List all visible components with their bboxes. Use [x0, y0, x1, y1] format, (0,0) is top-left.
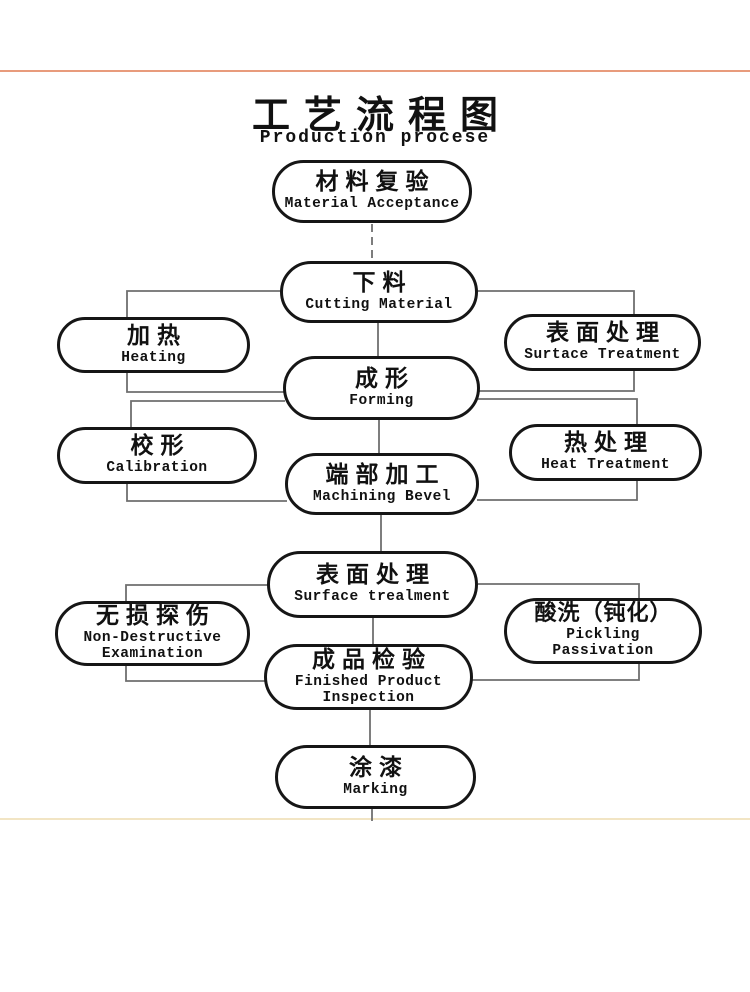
node-marking: 涂漆 Marking [275, 745, 476, 809]
node-label-zh: 无损探伤 [96, 603, 216, 630]
node-surface-trealment: 表面处理 Surface trealment [267, 551, 478, 618]
bottom-border-line [0, 818, 750, 820]
page-title: 工艺流程图 [251, 93, 512, 137]
node-label-en: Non-Destructive Examination [83, 630, 222, 663]
node-label-zh: 加热 [127, 322, 187, 349]
node-label-en: Heating [121, 349, 186, 366]
node-label-zh: 热处理 [564, 430, 654, 457]
node-label-en: Surtace Treatment [524, 347, 681, 364]
node-label-en: Cutting Material [305, 296, 453, 313]
node-heating: 加热 Heating [57, 317, 250, 373]
node-heat-treatment: 热处理 Heat Treatment [509, 424, 702, 481]
node-cutting-material: 下料 Cutting Material [280, 261, 478, 323]
node-label-en: Heat Treatment [541, 457, 670, 474]
node-label-zh: 校形 [130, 433, 191, 460]
page-subtitle: Production procese [259, 128, 491, 148]
node-label-zh: 下料 [352, 269, 413, 296]
node-non-destructive-examination: 无损探伤 Non-Destructive Examination [55, 601, 250, 666]
node-calibration: 校形 Calibration [57, 427, 257, 484]
node-label-zh: 材料复验 [315, 169, 436, 196]
node-label-en: Pickling Passivation [552, 627, 654, 660]
node-label-zh: 表面处理 [316, 562, 436, 589]
node-label-zh: 涂漆 [349, 754, 409, 781]
node-label-en: Machining Bevel [312, 488, 452, 505]
node-label-zh: 端部加工 [325, 461, 446, 488]
node-label-zh: 酸洗（钝化） [534, 601, 673, 627]
node-label-en: Marking [343, 781, 408, 798]
top-border-line [0, 70, 750, 72]
node-label-zh: 成形 [355, 365, 415, 392]
node-label-en: Surface trealment [294, 589, 451, 606]
node-label-en: Material Acceptance [284, 196, 460, 213]
node-label-en: Finished Product Inspection [294, 673, 443, 706]
node-surface-treatment: 表面处理 Surtace Treatment [504, 314, 701, 371]
node-label-en: Calibration [106, 460, 208, 477]
node-pickling-passivation: 酸洗（钝化） Pickling Passivation [504, 598, 702, 664]
node-forming: 成形 Forming [283, 356, 480, 420]
node-label-zh: 成品检验 [312, 646, 432, 673]
node-label-zh: 表面处理 [546, 320, 666, 347]
node-finished-product-inspection: 成品检验 Finished Product Inspection [264, 644, 473, 710]
node-machining-bevel: 端部加工 Machining Bevel [285, 453, 479, 515]
node-material-acceptance: 材料复验 Material Acceptance [272, 160, 472, 223]
node-label-en: Forming [349, 392, 414, 409]
